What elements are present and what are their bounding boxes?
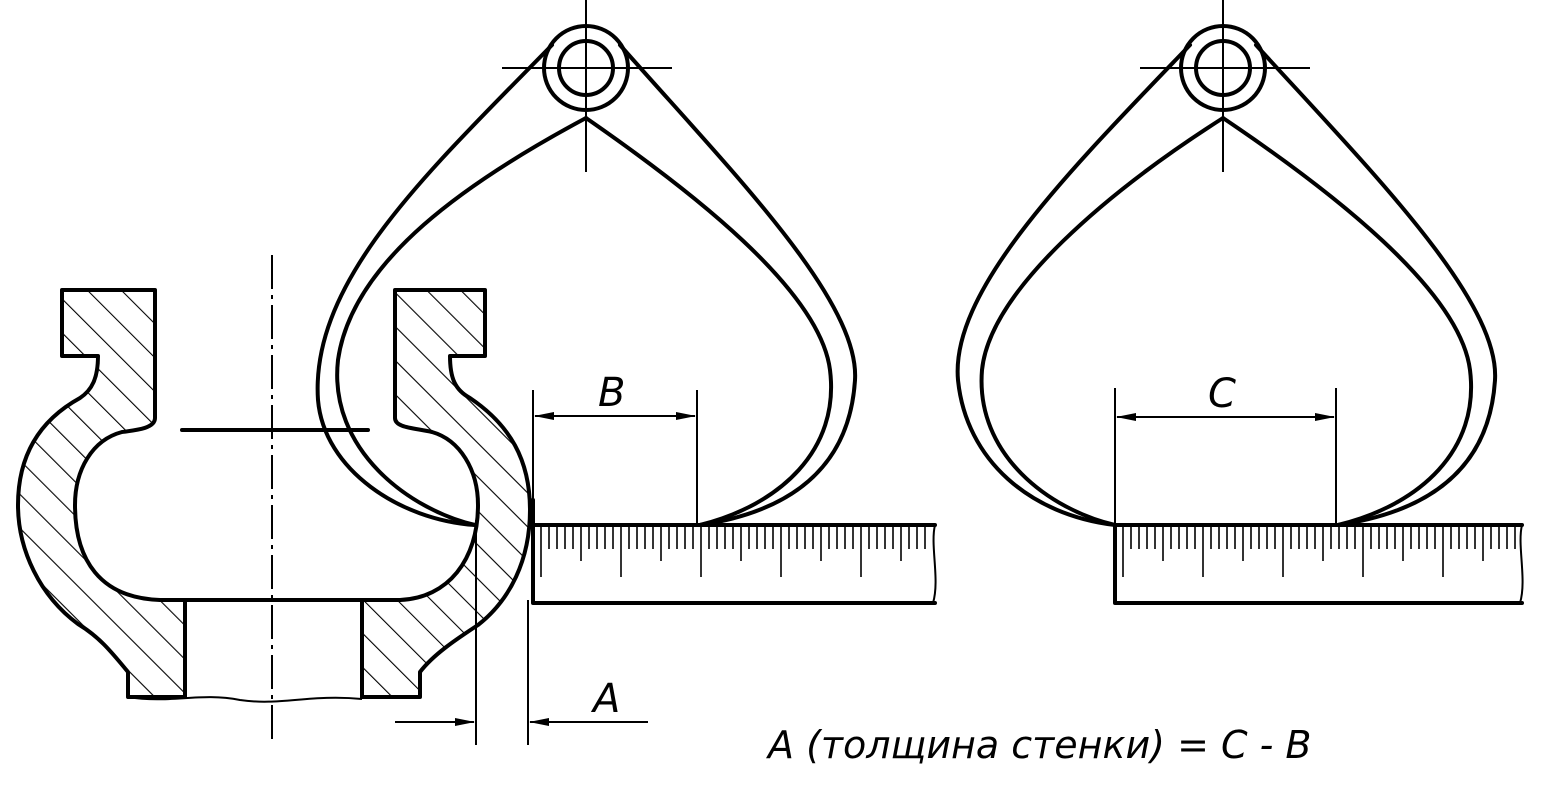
left-caliper-leg-right-inner: [584, 116, 834, 527]
left-caliper-leg-left: [315, 43, 554, 527]
label-a: A: [590, 676, 620, 722]
right-caliper: [955, 0, 1498, 527]
dimension-c: C: [1114, 371, 1337, 525]
left-caliper: [315, 0, 858, 527]
left-ruler-ticks: [540, 527, 926, 577]
right-ruler-ticks: [1122, 527, 1516, 577]
break-line: [127, 696, 363, 703]
left-ruler: [531, 498, 937, 605]
right-wall-hatched: [360, 288, 532, 699]
formula-text: A (толщина стенки) = C - B: [765, 723, 1311, 767]
right-caliper-leg-left-inner: [979, 116, 1225, 527]
dimension-a: A: [395, 520, 648, 745]
right-caliper-leg-right: [1254, 43, 1498, 527]
right-ruler: [1113, 523, 1524, 605]
left-wall-hatched: [16, 288, 187, 699]
dimension-b: B: [532, 370, 698, 525]
left-caliper-leg-left-inner: [335, 116, 588, 527]
label-b: B: [598, 370, 625, 416]
left-caliper-leg-right: [618, 43, 858, 527]
label-c: C: [1208, 371, 1236, 417]
right-caliper-leg-left: [955, 43, 1192, 527]
part-cross-section: [16, 255, 532, 740]
right-caliper-leg-right-inner: [1221, 116, 1474, 527]
